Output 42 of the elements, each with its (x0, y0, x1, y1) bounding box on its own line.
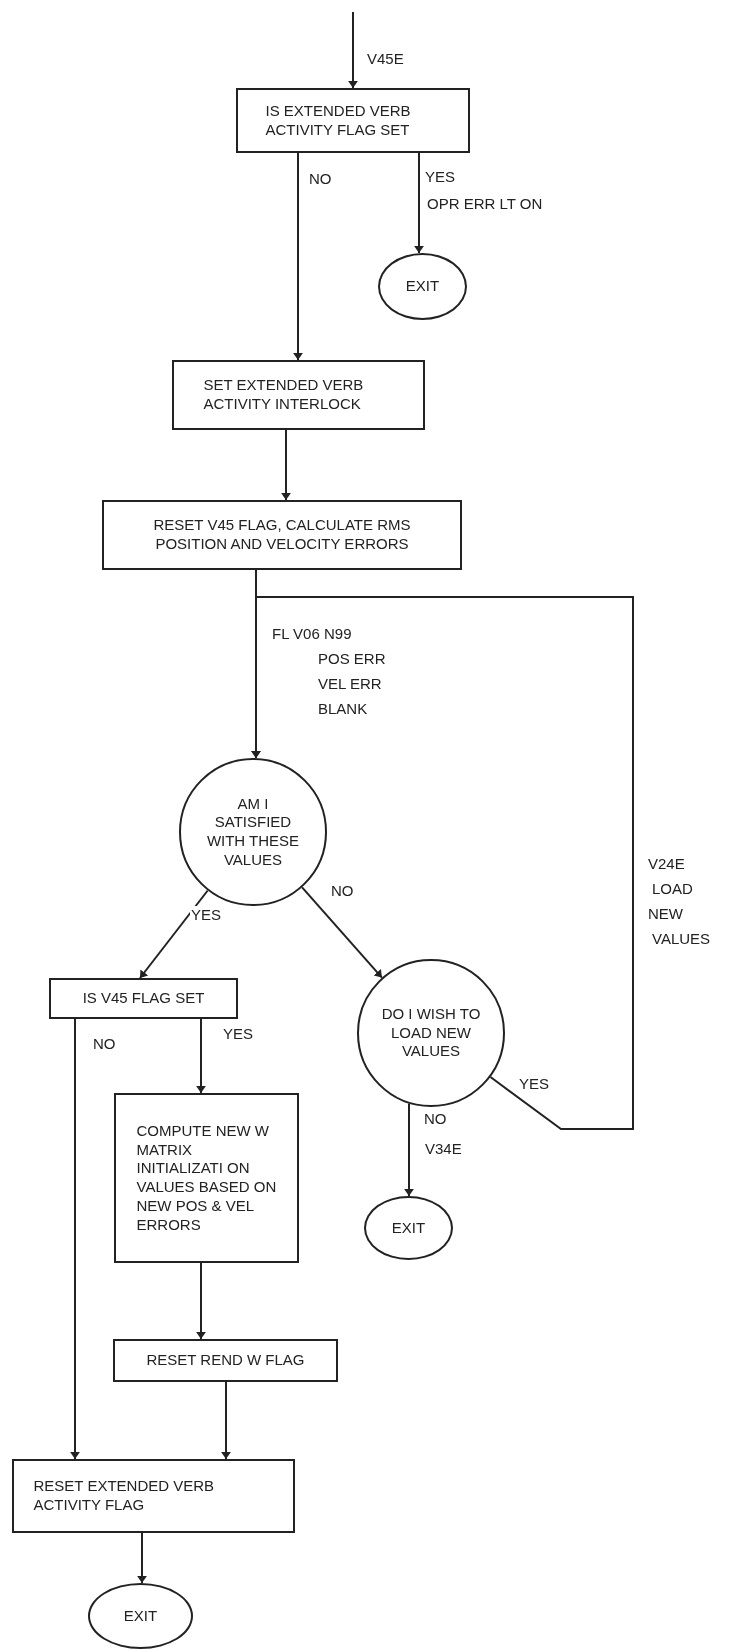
node-text: RESET REND W FLAG (146, 1351, 305, 1370)
process-box (114, 1093, 299, 1263)
node-text: IS EXTENDED VERB ACTIVITY FLAG SET (265, 101, 412, 140)
annotation-text: FL V06 N99 (272, 625, 352, 643)
annotation-text: V24E (648, 855, 685, 873)
node-text: SET EXTENDED VERB ACTIVITY INTERLOCK (203, 376, 365, 414)
arrow (196, 1018, 206, 1094)
node-text: EXIT (123, 1606, 158, 1626)
process-box (113, 1339, 338, 1382)
process-box (172, 360, 425, 430)
node-text: COMPUTE NEW W MATRIX INITIALIZATI ON VALUES BASED ON NEW POS & VEL ERRORS (136, 1121, 277, 1235)
decision-box (49, 978, 238, 1019)
annotation-text: OPR ERR LT ON (427, 195, 543, 213)
arrow (251, 596, 634, 1130)
annotation-text: V34E (425, 1140, 462, 1158)
arrow (139, 889, 209, 979)
process-box (12, 1459, 295, 1533)
arrow (404, 1102, 414, 1197)
node-text: DO I WISH TO LOAD NEW VALUES (380, 1004, 482, 1062)
arrow (414, 152, 424, 254)
annotation-text: POS ERR (318, 650, 386, 668)
arrow (301, 886, 383, 979)
arrow (293, 152, 303, 361)
node-text: RESET V45 FLAG, CALCULATE RMS POSITION AND VELOCITY ERRORS (152, 516, 412, 554)
annotation-text: VALUES (652, 930, 711, 948)
arrow (137, 1532, 147, 1584)
annotation-text: BLANK (318, 700, 368, 718)
arrow (196, 1262, 206, 1340)
node-text: EXIT (405, 277, 440, 296)
arrow (281, 429, 291, 501)
arrow (348, 11, 358, 89)
annotation-text: LOAD (652, 880, 693, 898)
decision-box (236, 88, 470, 153)
node-text: EXIT (391, 1218, 426, 1238)
arrow (221, 1381, 231, 1460)
arrow (70, 1018, 80, 1460)
node-text: AM I SATISFIED WITH THESE VALUES (205, 794, 301, 870)
node-text: RESET EXTENDED VERB ACTIVITY FLAG (33, 1477, 216, 1515)
annotation-text: NEW (648, 905, 683, 923)
node-text: IS V45 FLAG SET (82, 989, 205, 1008)
annotation-text: VEL ERR (318, 675, 382, 693)
process-box (102, 500, 462, 570)
